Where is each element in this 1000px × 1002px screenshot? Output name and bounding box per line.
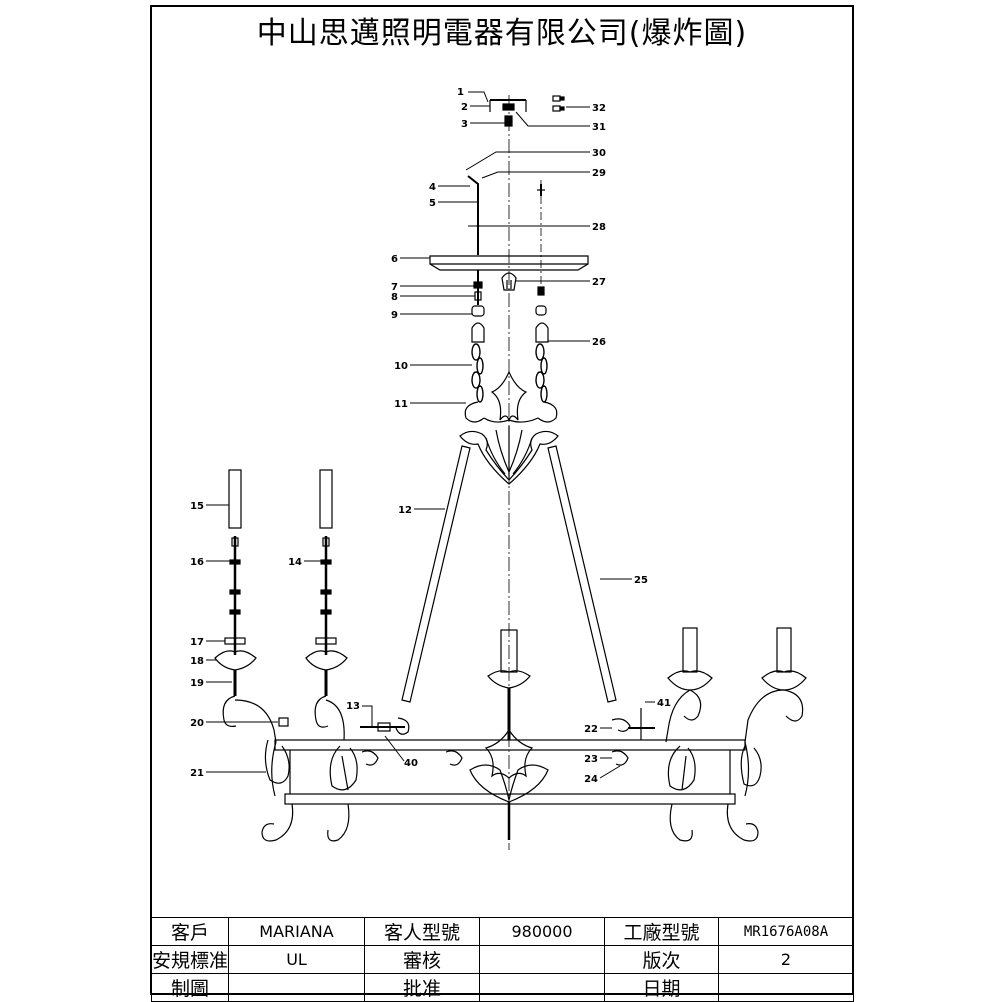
- callout-9: 9: [391, 310, 398, 321]
- callout-10: 10: [394, 361, 408, 372]
- drawn-by-value: [228, 973, 365, 1002]
- customer-model-label: 客人型號: [364, 917, 480, 946]
- callout-25: 25: [634, 575, 648, 586]
- callout-16: 16: [190, 557, 204, 568]
- callout-22: 22: [584, 724, 598, 735]
- customer-model-value: 980000: [479, 917, 605, 946]
- version-value: 2: [718, 945, 854, 974]
- callout-14: 14: [288, 557, 302, 568]
- callout-labels: 1 2 3 4 5 6 7 8 9 10 11 12 13 14 15 16 1…: [190, 87, 671, 785]
- callout-13: 13: [346, 701, 360, 712]
- customer-value: MARIANA: [228, 917, 365, 946]
- title-block-row-3: 制圖 批准 日期: [151, 973, 854, 1002]
- callout-6: 6: [391, 254, 398, 265]
- title-block-row-1: 客戶 MARIANA 客人型號 980000 工廠型號 MR1676A08A: [151, 917, 854, 946]
- title-block-row-2: 安規標准 UL 審核 版次 2: [151, 945, 854, 974]
- safety-standard-value: UL: [228, 945, 365, 974]
- factory-model-value: MR1676A08A: [718, 917, 854, 946]
- approved-value: [479, 973, 605, 1002]
- callout-26: 26: [592, 337, 606, 348]
- callout-12: 12: [398, 505, 412, 516]
- callout-27: 27: [592, 277, 606, 288]
- callout-7: 7: [391, 282, 398, 293]
- callout-32: 32: [592, 103, 606, 114]
- callout-29: 29: [592, 168, 606, 179]
- callout-1: 1: [457, 87, 464, 98]
- callout-18: 18: [190, 656, 204, 667]
- callout-3: 3: [461, 119, 468, 130]
- date-value: [718, 973, 854, 1002]
- callout-21: 21: [190, 768, 204, 779]
- callout-31: 31: [592, 122, 606, 133]
- callout-24: 24: [584, 774, 598, 785]
- title-block: 客戶 MARIANA 客人型號 980000 工廠型號 MR1676A08A 安…: [151, 917, 854, 1002]
- callout-2: 2: [461, 102, 468, 113]
- fixture-parts: [214, 95, 807, 842]
- callout-30: 30: [592, 148, 606, 159]
- date-label: 日期: [604, 973, 719, 1002]
- callout-20: 20: [190, 718, 204, 729]
- approved-label: 批准: [364, 973, 480, 1002]
- callout-40: 40: [404, 758, 418, 769]
- callout-28: 28: [592, 222, 606, 233]
- leader-lines: [206, 91, 655, 779]
- safety-standard-label: 安規標准: [151, 945, 229, 974]
- callout-19: 19: [190, 678, 204, 689]
- drawn-by-label: 制圖: [151, 973, 229, 1002]
- sheet-border: [150, 5, 854, 995]
- callout-4: 4: [429, 182, 436, 193]
- review-value: [479, 945, 605, 974]
- callout-41: 41: [657, 698, 671, 709]
- callout-23: 23: [584, 754, 598, 765]
- callout-15: 15: [190, 501, 204, 512]
- callout-8: 8: [391, 292, 398, 303]
- review-label: 審核: [364, 945, 480, 974]
- factory-model-label: 工廠型號: [604, 917, 719, 946]
- customer-label: 客戶: [151, 917, 229, 946]
- callout-11: 11: [394, 399, 408, 410]
- callout-17: 17: [190, 637, 204, 648]
- callout-5: 5: [429, 198, 436, 209]
- version-label: 版次: [604, 945, 719, 974]
- drawing-title: 中山思邁照明電器有限公司(爆炸圖): [256, 16, 748, 51]
